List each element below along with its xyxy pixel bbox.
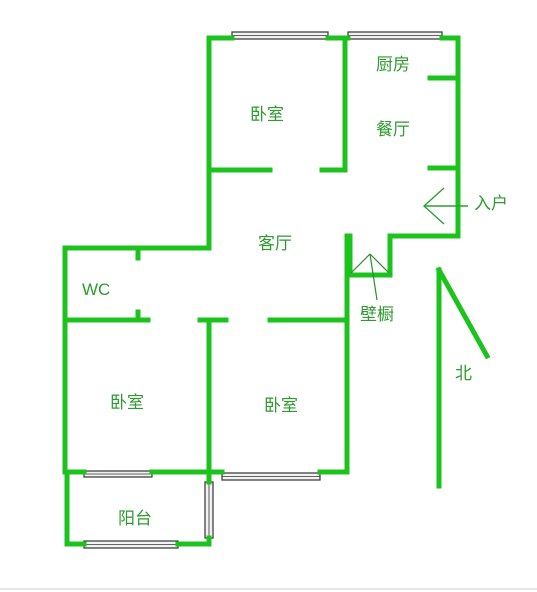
bottom-rule <box>0 588 537 590</box>
wall-outer-left-balcony <box>64 469 87 547</box>
label-bedroom-left: 卧室 <box>110 393 144 413</box>
wall-outer-mid-right <box>317 233 350 475</box>
label-bedroom-top: 卧室 <box>250 105 284 125</box>
entrance-arrow <box>422 187 468 225</box>
label-wc: WC <box>82 280 110 299</box>
label-bedroom-middle: 卧室 <box>264 396 298 416</box>
north-arrow <box>435 266 491 489</box>
label-dining: 餐厅 <box>376 120 410 140</box>
label-closet: 壁橱 <box>360 305 394 325</box>
walls <box>62 35 461 547</box>
label-north: 北 <box>455 364 472 384</box>
north-arrow-tip <box>435 266 491 360</box>
closet-mark <box>350 253 390 301</box>
wall-outer-top-right <box>347 35 461 278</box>
label-entrance: 入户 <box>474 194 508 214</box>
watermark: ... <box>268 317 277 327</box>
label-balcony: 阳台 <box>118 509 152 529</box>
wall-bedroom-top-right <box>319 35 348 173</box>
entrance-arrow-head <box>422 187 445 225</box>
wall-outer-balcony-bottom <box>175 535 212 547</box>
label-kitchen: 厨房 <box>376 55 410 75</box>
label-living: 客厅 <box>258 234 292 254</box>
